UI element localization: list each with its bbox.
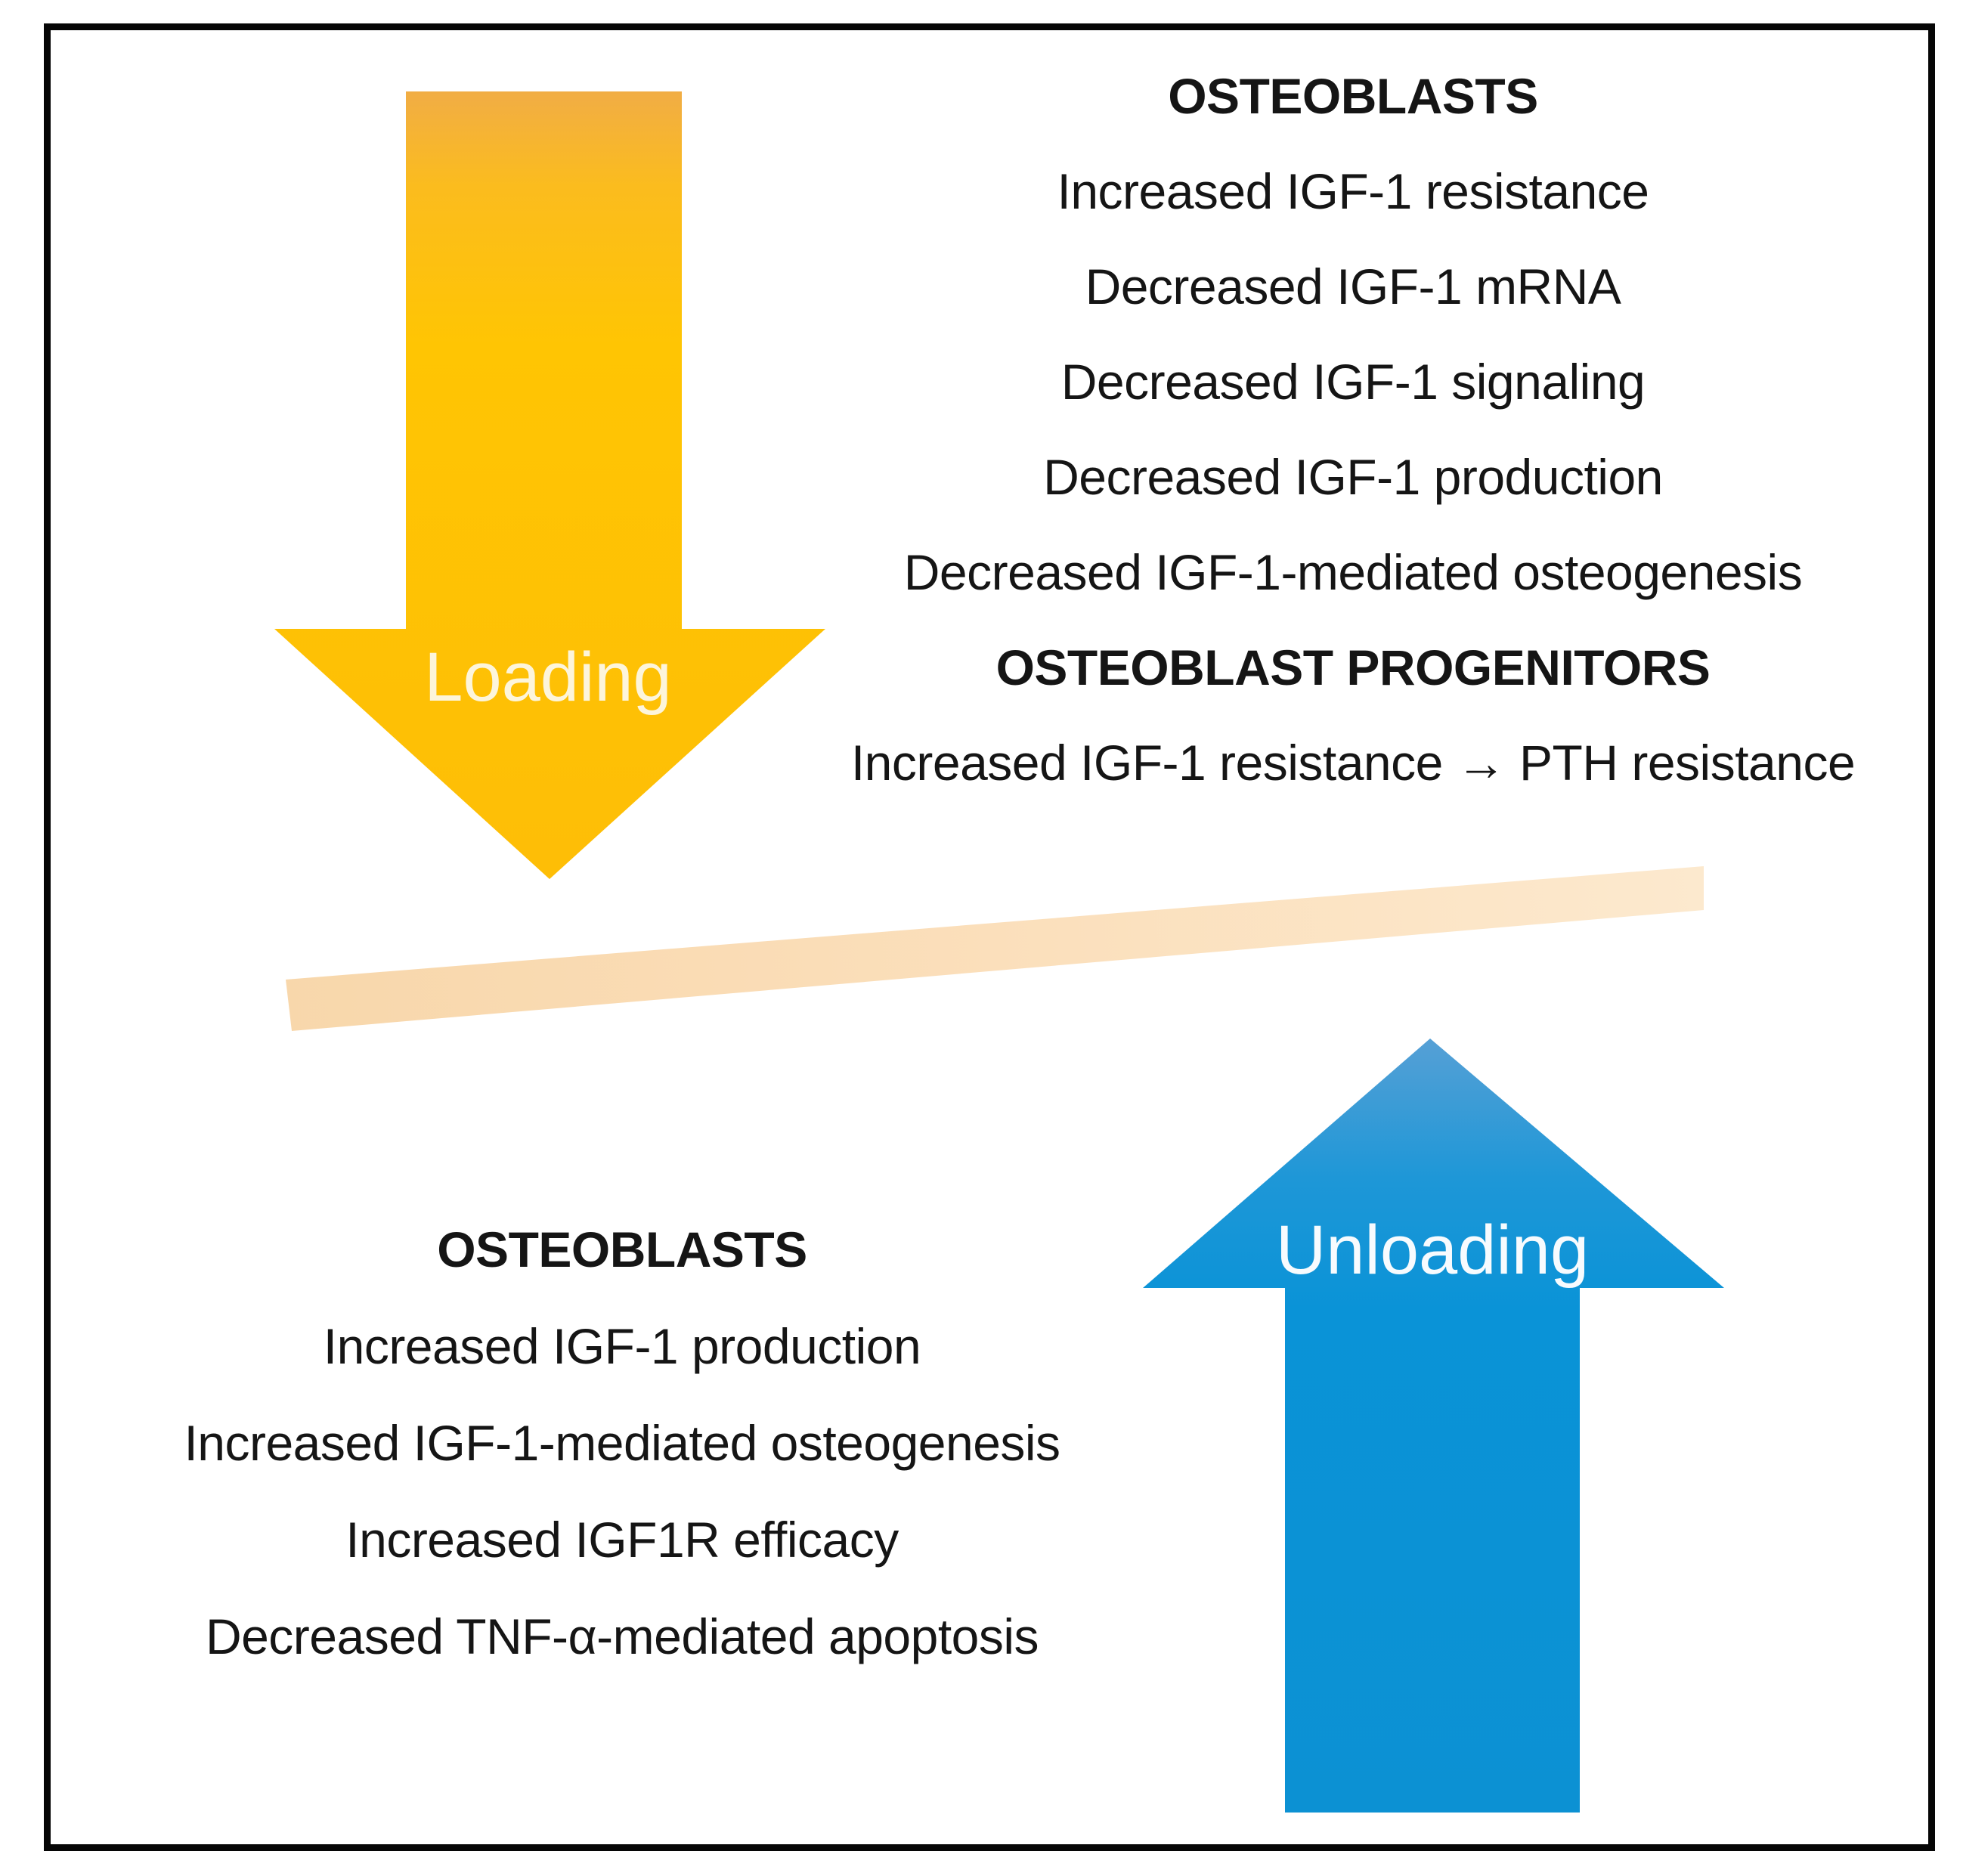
figure-border: [44, 23, 1935, 1851]
unloading-label: Unloading: [1275, 1212, 1590, 1289]
progenitor-resistance-line: Increased IGF-1 resistance → PTH resista…: [850, 735, 1856, 791]
bottom-left-line: Increased IGF1R efficacy: [345, 1512, 899, 1568]
top-right-line: Increased IGF-1 resistance: [1057, 163, 1650, 219]
osteoblasts-heading-bottom: OSTEOBLASTS: [437, 1221, 807, 1277]
top-right-line: Decreased IGF-1 production: [1043, 449, 1663, 505]
osteoblast-progenitors-heading: OSTEOBLAST PROGENITORS: [995, 639, 1711, 695]
unloading-arrow: [1143, 1039, 1724, 1813]
bottom-left-line: Decreased TNF-α-mediated apoptosis: [205, 1608, 1039, 1664]
loading-label: Loading: [424, 639, 672, 716]
top-right-line: Decreased IGF-1-mediated osteogenesis: [903, 544, 1803, 600]
bottom-left-text-block: OSTEOBLASTS Increased IGF-1 production I…: [89, 1201, 1155, 1685]
top-right-text-block: OSTEOBLASTS Increased IGF-1 resistance D…: [771, 48, 1935, 810]
top-right-line: Decreased IGF-1 mRNA: [1085, 258, 1621, 314]
bottom-left-line: Increased IGF-1 production: [323, 1318, 921, 1374]
osteoblasts-heading-top: OSTEOBLASTS: [1168, 68, 1538, 124]
loading-arrow: [274, 91, 825, 879]
bottom-left-line: Increased IGF-1-mediated osteogenesis: [184, 1415, 1060, 1471]
top-right-line: Decreased IGF-1 signaling: [1060, 354, 1646, 410]
seesaw-beam: [286, 866, 1704, 1031]
